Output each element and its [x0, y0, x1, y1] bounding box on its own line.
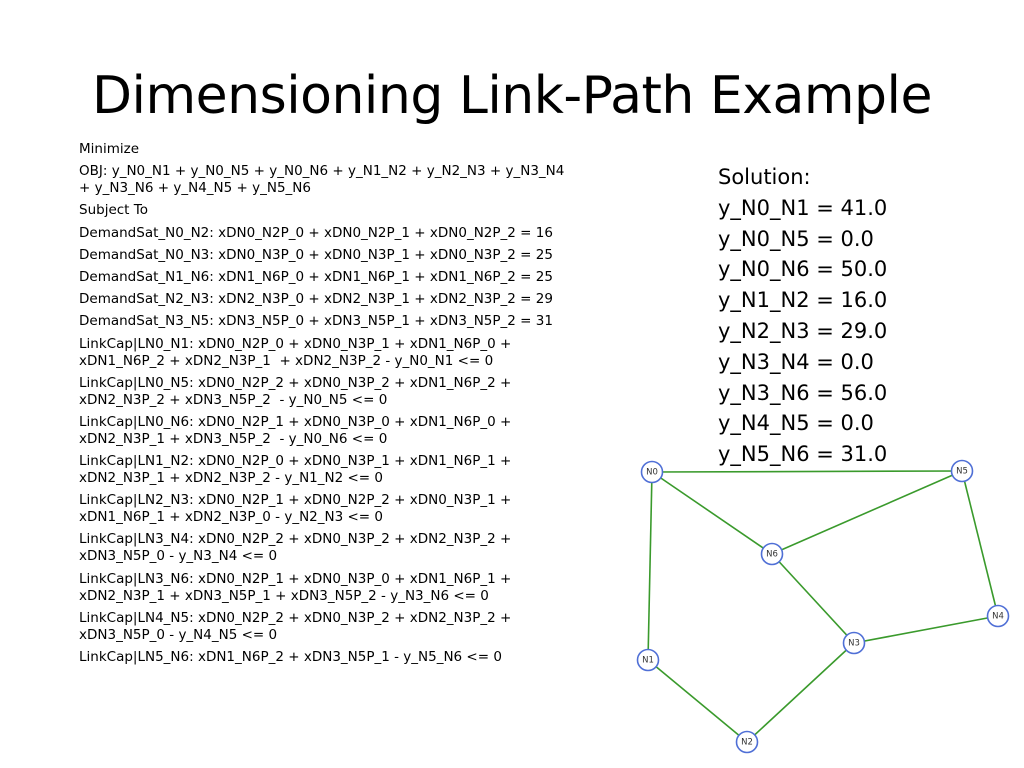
- constraint: LinkCap|LN4_N5: xDN0_N2P_2 + xDN0_N3P_2 …: [79, 609, 512, 643]
- node-n4: N4: [986, 604, 1010, 628]
- slide-title: Dimensioning Link-Path Example: [92, 66, 932, 126]
- node-n2: N2: [735, 730, 759, 754]
- edge-n2-n3: [746, 642, 855, 743]
- node-n1: N1: [636, 648, 660, 672]
- node-n3: N3: [842, 631, 866, 655]
- node-label: N2: [741, 738, 753, 748]
- edge-n3-n4: [853, 615, 999, 644]
- edge-n0-n6: [651, 471, 773, 555]
- subject-to-label: Subject To: [79, 202, 148, 219]
- constraint: LinkCap|LN1_N2: xDN0_N2P_0 + xDN0_N3P_1 …: [79, 453, 512, 487]
- solution-heading: Solution:: [718, 165, 811, 189]
- constraint: LinkCap|LN2_N3: xDN0_N2P_1 + xDN0_N2P_2 …: [79, 492, 512, 526]
- solution-value: y_N0_N5 = 0.0: [718, 226, 874, 251]
- constraint: LinkCap|LN0_N1: xDN0_N2P_0 + xDN0_N3P_1 …: [79, 335, 512, 369]
- node-circle: [735, 730, 759, 754]
- edge-n3-n6: [771, 553, 855, 644]
- solution-value: y_N0_N1 = 41.0: [718, 195, 888, 220]
- solution-value: y_N3_N6 = 56.0: [718, 380, 888, 405]
- graph-edges: [647, 470, 999, 743]
- constraint: LinkCap|LN0_N5: xDN0_N2P_2 + xDN0_N3P_2 …: [79, 374, 512, 408]
- minimize-label: Minimize: [79, 141, 139, 157]
- constraint: DemandSat_N1_N6: xDN1_N6P_0 + xDN1_N6P_1…: [79, 268, 553, 285]
- solution-value: y_N1_N2 = 16.0: [718, 288, 888, 313]
- objective-function: OBJ: y_N0_N1 + y_N0_N5 + y_N0_N6 + y_N1_…: [79, 163, 565, 197]
- node-n5: N5: [950, 459, 974, 483]
- constraint: LinkCap|LN3_N6: xDN0_N2P_1 + xDN0_N3P_0 …: [79, 570, 512, 604]
- constraint: DemandSat_N3_N5: xDN3_N5P_0 + xDN3_N5P_1…: [79, 313, 553, 330]
- edge-n4-n5: [961, 470, 999, 617]
- node-circle: [950, 459, 974, 483]
- constraint: DemandSat_N0_N2: xDN0_N2P_0 + xDN0_N2P_1…: [79, 224, 553, 241]
- solution-value: y_N2_N3 = 29.0: [718, 318, 888, 343]
- node-label: N1: [642, 656, 654, 666]
- edge-n0-n5: [651, 470, 963, 473]
- node-n6: N6: [760, 542, 784, 566]
- node-label: N4: [992, 612, 1004, 622]
- edge-n1-n2: [647, 659, 748, 743]
- node-label: N3: [848, 639, 860, 649]
- node-label: N0: [646, 468, 658, 478]
- constraint: LinkCap|LN0_N6: xDN0_N2P_1 + xDN0_N3P_0 …: [79, 413, 512, 447]
- constraint: DemandSat_N2_N3: xDN2_N3P_0 + xDN2_N3P_1…: [79, 291, 553, 308]
- edge-n5-n6: [771, 470, 963, 555]
- node-circle: [842, 631, 866, 655]
- constraint: LinkCap|LN3_N4: xDN0_N2P_2 + xDN0_N3P_2 …: [79, 531, 512, 565]
- lp-formulation: Minimize OBJ: y_N0_N1 + y_N0_N5 + y_N0_N…: [79, 141, 639, 671]
- solution-panel: Solution: y_N0_N1 = 41.0 y_N0_N5 = 0.0 y…: [718, 162, 887, 470]
- solution-value: y_N3_N4 = 0.0: [718, 349, 874, 374]
- solution-value: y_N4_N5 = 0.0: [718, 411, 874, 436]
- node-label: N6: [766, 550, 778, 560]
- node-circle: [636, 648, 660, 672]
- node-n0: N0: [640, 460, 664, 484]
- node-label: N5: [956, 467, 968, 477]
- node-circle: [760, 542, 784, 566]
- node-circle: [986, 604, 1010, 628]
- constraint: DemandSat_N0_N3: xDN0_N3P_0 + xDN0_N3P_1…: [79, 246, 553, 263]
- node-circle: [640, 460, 664, 484]
- constraint: LinkCap|LN5_N6: xDN1_N6P_2 + xDN3_N5P_1 …: [79, 649, 502, 665]
- edge-n0-n1: [647, 471, 653, 661]
- solution-value: y_N0_N6 = 50.0: [718, 257, 888, 282]
- solution-value: y_N5_N6 = 31.0: [718, 442, 888, 467]
